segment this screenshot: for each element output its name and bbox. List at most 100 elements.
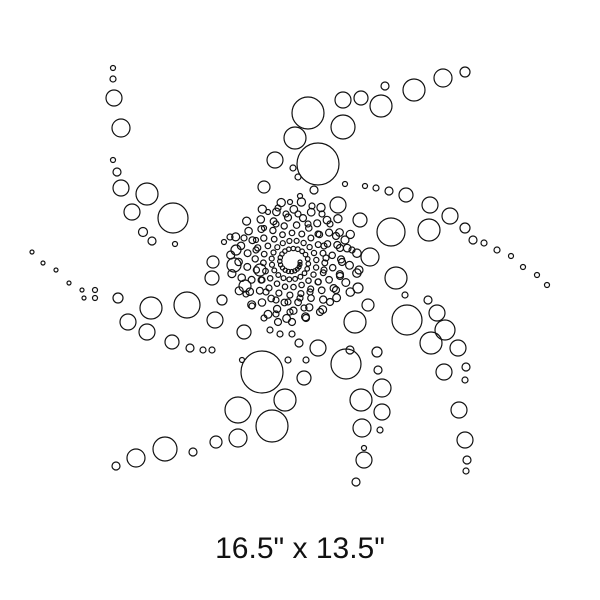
pattern-dot [398,187,414,203]
pattern-dot [286,291,294,299]
pattern-dot [248,236,257,245]
pattern-dot [352,212,368,228]
pattern-dot [264,242,272,250]
pattern-dot [109,75,117,83]
pattern-dot [224,396,252,424]
pattern-dot [288,330,296,338]
pattern-dot [256,215,266,224]
pattern-dot [109,64,117,72]
pattern-dot [237,273,247,283]
pattern-dot [280,298,289,307]
pattern-dot [173,291,201,319]
pattern-dot [317,286,326,295]
pattern-dot [268,255,275,262]
pattern-dot [244,226,253,236]
pattern-dot [361,298,375,312]
pattern-dot [245,287,255,297]
pattern-dot [298,214,308,223]
pattern-dot [267,294,276,303]
pattern-dot [289,268,295,275]
pattern-dot [306,207,316,217]
pattern-dot [428,304,446,322]
pattern-dot [105,89,123,107]
pattern-dot [384,186,394,196]
pattern-dot [257,298,267,307]
pattern-dot [333,213,343,224]
pattern-dot [234,257,243,267]
pattern-dot [209,435,223,449]
pattern-dot [208,346,216,354]
pattern-dot [272,310,280,318]
pattern-dot [272,304,282,314]
pattern-dot [459,66,471,78]
pattern-dot [373,365,383,375]
pattern-dot [294,338,304,348]
pattern-dot [305,277,312,285]
pattern-dot [335,243,345,253]
pattern-dot [372,184,380,192]
pattern-dot [283,126,307,150]
pattern-dot [273,388,297,412]
pattern-dot [314,241,322,249]
pattern-dot [419,331,443,355]
pattern-dot [279,251,285,257]
pattern-dot [66,280,72,286]
pattern-dot [351,477,361,487]
pattern-dot [297,290,305,298]
pattern-dot [456,431,474,449]
pattern-dot [258,276,266,284]
pattern-dot [296,142,340,186]
pattern-dot [109,156,117,164]
pattern-dot [307,234,315,242]
pattern-dot [480,239,488,247]
pattern-dot [352,248,362,258]
pattern-dot [461,376,469,384]
pattern-dot [304,220,312,228]
pattern-dot [325,297,335,307]
pattern-dot [226,233,234,241]
pattern-dot [247,275,256,284]
pattern-dot [462,455,472,465]
pattern-dot [157,202,189,234]
pattern-dot [309,185,319,195]
pattern-dot [284,298,292,306]
pattern-dot [188,447,198,457]
pattern-dot [296,370,312,386]
pattern-dot [270,249,277,256]
pattern-dot [253,263,267,277]
pattern-dot [297,259,303,265]
pattern-dot [345,287,356,297]
pattern-dot [322,254,330,262]
pattern-dot [320,242,328,250]
pattern-dot [328,263,337,272]
pattern-dot [433,68,453,88]
pattern-dot [270,235,278,243]
pattern-dot [206,255,220,269]
pattern-dot [354,265,364,275]
pattern-dot [352,282,364,294]
pattern-dot [401,291,409,299]
pattern-dot [305,260,312,267]
pattern-dot [286,308,294,316]
pattern-dot [272,296,280,304]
pattern-dot [352,418,372,438]
pattern-dot [298,230,306,238]
pattern-dot [280,275,287,282]
pattern-dot [331,231,341,241]
pattern-dot [274,204,282,212]
pattern-dot [335,271,345,281]
pattern-dot [231,232,241,242]
pattern-dot [279,240,286,247]
pattern-dot [318,210,326,218]
pattern-dot [40,260,46,266]
pattern-dot [260,224,268,232]
pattern-dot [326,220,334,228]
pattern-dot [353,90,369,106]
pattern-dot [286,237,293,245]
pattern-dot [449,339,467,357]
pattern-dot [257,180,271,194]
pattern-dot [341,278,351,288]
pattern-dot [276,258,283,265]
pattern-dot [294,173,302,181]
pattern-dot [329,196,347,214]
